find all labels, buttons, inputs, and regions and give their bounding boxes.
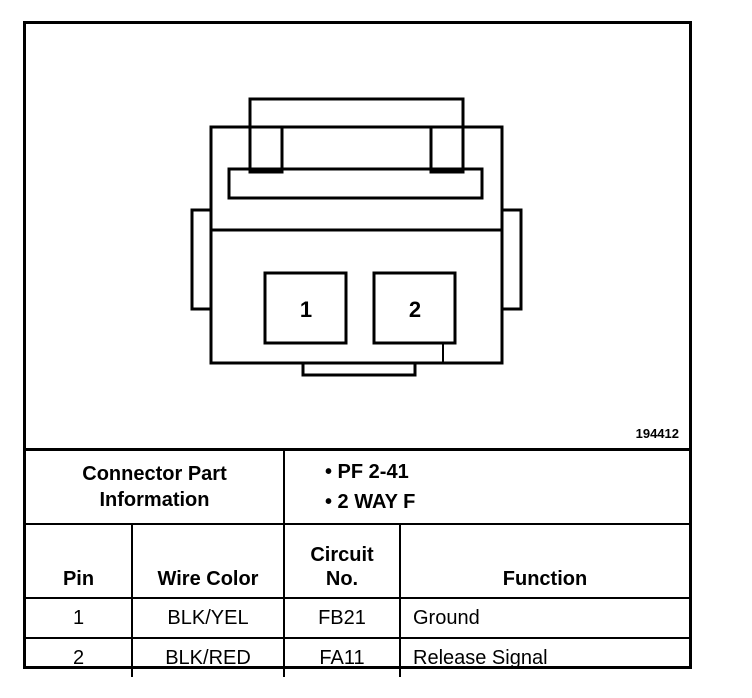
- pin-label-1: 1: [300, 297, 312, 322]
- latch-tab-left: [248, 125, 284, 174]
- connector-info-row: Connector Part Information • PF 2-41 • 2…: [26, 448, 689, 525]
- connector-body: [209, 125, 504, 365]
- cell-circuit: FB21: [283, 597, 401, 639]
- connector-info-table: Connector Part Information • PF 2-41 • 2…: [26, 448, 689, 677]
- cell-function: Release Signal: [399, 637, 689, 677]
- header-function: Function: [399, 523, 689, 599]
- header-circuit-no: Circuit No.: [283, 523, 401, 599]
- latch-bar: [248, 97, 465, 150]
- cell-circuit: FA11: [283, 637, 401, 677]
- bottom-key: [301, 363, 417, 377]
- table-header-row: Pin Wire Color Circuit No. Function: [26, 523, 689, 599]
- header-pin: Pin: [26, 523, 133, 599]
- lock-bar: [227, 167, 484, 200]
- side-tab-left: [190, 208, 211, 311]
- header-wire-color: Wire Color: [131, 523, 285, 599]
- cell-wire-color: BLK/YEL: [131, 597, 285, 639]
- side-tab-right: [502, 208, 523, 311]
- table-row: 1 BLK/YEL FB21 Ground: [26, 597, 689, 639]
- pin-cavity-2: [372, 271, 457, 345]
- pin-cavity-1: [263, 271, 348, 345]
- connector-frame: 1 2 194412 Connector Part Information • …: [23, 21, 692, 677]
- connector-part-information-label: Connector Part Information: [26, 448, 285, 525]
- part-number: • PF 2-41: [325, 461, 409, 483]
- cell-function: Ground: [399, 597, 689, 639]
- cell-wire-color: BLK/RED: [131, 637, 285, 677]
- connector-type: • 2 WAY F: [325, 491, 416, 513]
- pin-label-2: 2: [409, 297, 421, 322]
- figure-id: 194412: [635, 426, 679, 441]
- connector-diagram: 1 2 194412: [26, 24, 689, 448]
- cell-pin: 1: [26, 597, 133, 639]
- cell-pin: 2: [26, 637, 133, 677]
- table-row: 2 BLK/RED FA11 Release Signal: [26, 637, 689, 677]
- connector-part-bullets: • PF 2-41 • 2 WAY F: [283, 448, 689, 525]
- latch-tab-right: [429, 125, 465, 174]
- connector-face-drawing: 1 2: [190, 97, 523, 377]
